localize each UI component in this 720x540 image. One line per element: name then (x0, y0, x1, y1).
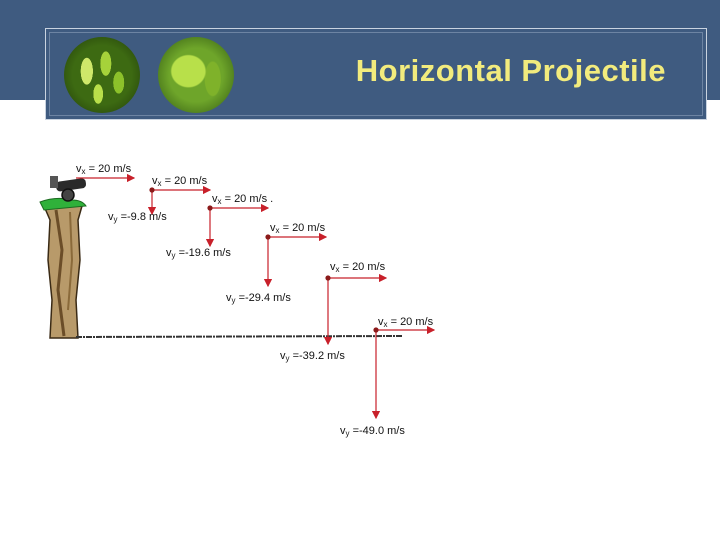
vx-label: vx = 20 m/s (76, 163, 132, 176)
leaf-closeup-image (158, 37, 234, 113)
slide-title: Horizontal Projectile (355, 53, 666, 88)
cliff (39, 197, 87, 339)
vy-label: vy =-29.4 m/s (226, 292, 291, 305)
vx-label: vx = 20 m/s (152, 175, 208, 188)
title-panel-border (49, 32, 703, 116)
ground-line (75, 335, 403, 338)
vx-label: vx = 20 m/s (330, 261, 386, 274)
vy-label: vy =-39.2 m/s (280, 350, 345, 363)
velocity-vectors (76, 173, 436, 420)
fern-leaf-image (64, 37, 140, 113)
vy-label: vy =-49.0 m/s (340, 425, 405, 438)
vx-label: vx = 20 m/s . (212, 193, 273, 206)
projectile-diagram: vx = 20 m/s vx = 20 m/s vx = 20 m/s . vx… (39, 163, 436, 438)
vx-label: vx = 20 m/s (378, 316, 434, 329)
projectile-dots (149, 187, 379, 333)
vy-label: vy =-19.6 m/s (166, 247, 231, 260)
title-panel: Horizontal Projectile (45, 28, 707, 120)
vy-label: vy =-9.8 m/s (108, 211, 167, 224)
vx-label: vx = 20 m/s (270, 222, 326, 235)
cannon (50, 176, 87, 202)
